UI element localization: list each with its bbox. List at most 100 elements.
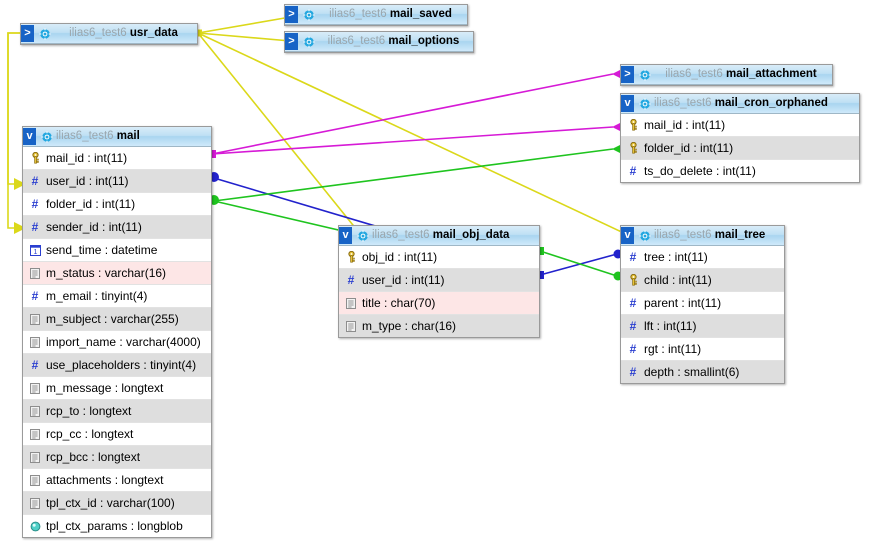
chevron-right-icon[interactable]: >: [285, 6, 298, 23]
column-row[interactable]: #rgt : int(11): [621, 338, 784, 361]
column-label: lft : int(11): [644, 319, 697, 333]
column-row[interactable]: #folder_id : int(11): [23, 193, 211, 216]
column-row[interactable]: #user_id : int(11): [339, 269, 539, 292]
column-label: sender_id : int(11): [46, 220, 142, 234]
chevron-right-icon[interactable]: >: [285, 33, 298, 50]
table-header-mail_attachment[interactable]: > ilias6_test6 mail_attachment: [621, 65, 832, 85]
numeric-icon: #: [31, 220, 39, 234]
column-row[interactable]: 1 send_time : datetime: [23, 239, 211, 262]
table-box-usr_data[interactable]: > ilias6_test6 usr_data: [20, 23, 198, 45]
column-label: title : char(70): [362, 296, 436, 310]
relation-mail-id-group: [211, 73, 614, 155]
column-label: import_name : varchar(4000): [46, 335, 201, 349]
svg-text:1: 1: [33, 249, 37, 256]
column-row[interactable]: obj_id : int(11): [339, 246, 539, 269]
column-row[interactable]: child : int(11): [621, 269, 784, 292]
table-header-mail_tree[interactable]: v ilias6_test6 mail_tree: [621, 226, 784, 246]
numeric-icon: #: [629, 365, 637, 379]
chevron-down-icon[interactable]: v: [339, 227, 352, 244]
text-icon: [27, 267, 43, 279]
column-label: parent : int(11): [644, 296, 722, 310]
column-label: user_id : int(11): [362, 273, 445, 287]
column-row[interactable]: m_status : varchar(16): [23, 262, 211, 285]
gear-icon[interactable]: [37, 25, 52, 42]
numeric-icon: #: [629, 319, 637, 333]
column-row[interactable]: m_message : longtext: [23, 377, 211, 400]
text-icon: [27, 336, 43, 348]
table-name-label: usr_data: [129, 27, 178, 39]
table-header-usr_data[interactable]: > ilias6_test6 usr_data: [21, 24, 197, 44]
column-row[interactable]: #tree : int(11): [621, 246, 784, 269]
text-icon: [27, 474, 43, 486]
table-title-mail_attachment: ilias6_test6 mail_attachment: [652, 66, 832, 83]
column-row[interactable]: attachments : longtext: [23, 469, 211, 492]
column-row[interactable]: # depth : smallint(6): [621, 361, 784, 383]
text-icon: [27, 382, 43, 394]
chevron-right-icon[interactable]: >: [621, 66, 634, 83]
gear-icon[interactable]: [637, 66, 652, 83]
column-row[interactable]: #ts_do_delete : int(11): [621, 160, 859, 182]
column-row[interactable]: rcp_to : longtext: [23, 400, 211, 423]
gear-icon[interactable]: [355, 227, 370, 244]
text-icon: [27, 313, 43, 325]
column-label: depth : smallint(6): [644, 365, 740, 379]
column-label: tpl_ctx_id : varchar(100): [46, 496, 175, 510]
key-icon: [27, 152, 43, 164]
numeric-icon: #: [629, 164, 637, 178]
column-row[interactable]: # lft : int(11): [621, 315, 784, 338]
column-row[interactable]: folder_id : int(11): [621, 137, 859, 160]
column-row[interactable]: rcp_bcc : longtext: [23, 446, 211, 469]
table-schema-label: ilias6_test6: [69, 27, 127, 39]
column-row[interactable]: #use_placeholders : tinyint(4): [23, 354, 211, 377]
chevron-right-icon[interactable]: >: [21, 25, 34, 42]
column-row[interactable]: import_name : varchar(4000): [23, 331, 211, 354]
chevron-down-icon[interactable]: v: [23, 128, 36, 145]
column-row[interactable]: m_subject : varchar(255): [23, 308, 211, 331]
table-box-mail_saved[interactable]: >ilias6_test6 mail_saved: [284, 4, 468, 26]
column-label: tree : int(11): [644, 250, 708, 264]
gear-icon[interactable]: [301, 6, 316, 23]
column-row[interactable]: mail_id : int(11): [621, 114, 859, 137]
column-row[interactable]: rcp_cc : longtext: [23, 423, 211, 446]
column-label: child : int(11): [644, 273, 712, 287]
column-row[interactable]: mail_id : int(11): [23, 147, 211, 170]
column-label: tpl_ctx_params : longblob: [46, 519, 183, 533]
numeric-icon: #: [629, 296, 637, 310]
gear-icon[interactable]: [637, 95, 652, 112]
table-title-mail_tree: ilias6_test6 mail_tree: [652, 227, 784, 244]
gear-icon[interactable]: [301, 33, 316, 50]
numeric-icon: #: [31, 174, 39, 188]
gear-icon[interactable]: [637, 227, 652, 244]
column-label: m_type : char(16): [362, 319, 457, 333]
column-row[interactable]: #m_email : tinyint(4): [23, 285, 211, 308]
column-label: rcp_cc : longtext: [46, 427, 134, 441]
column-row[interactable]: # parent : int(11): [621, 292, 784, 315]
column-row[interactable]: title : char(70): [339, 292, 539, 315]
column-row[interactable]: tpl_ctx_id : varchar(100): [23, 492, 211, 515]
column-row[interactable]: tpl_ctx_params : longblob: [23, 515, 211, 537]
numeric-icon: #: [31, 289, 39, 303]
table-box-mail_attachment[interactable]: > ilias6_test6 mail_attachment: [620, 64, 833, 86]
column-row[interactable]: #user_id : int(11): [23, 170, 211, 193]
table-box-mail_options[interactable]: >ilias6_test6 mail_options: [284, 31, 474, 53]
key-icon: [625, 274, 641, 286]
column-row[interactable]: m_type : char(16): [339, 315, 539, 337]
column-label: send_time : datetime: [46, 243, 158, 257]
gear-icon[interactable]: [39, 128, 54, 145]
table-name-label: mail_options: [388, 35, 460, 47]
table-schema-label: ilias6_test6: [372, 229, 430, 241]
chevron-down-icon[interactable]: v: [621, 95, 634, 112]
column-row[interactable]: # sender_id : int(11): [23, 216, 211, 239]
chevron-down-icon[interactable]: v: [621, 227, 634, 244]
blob-icon: [27, 521, 43, 532]
table-header-mail_saved[interactable]: >ilias6_test6 mail_saved: [285, 5, 467, 25]
table-header-mail_options[interactable]: >ilias6_test6 mail_options: [285, 32, 473, 52]
